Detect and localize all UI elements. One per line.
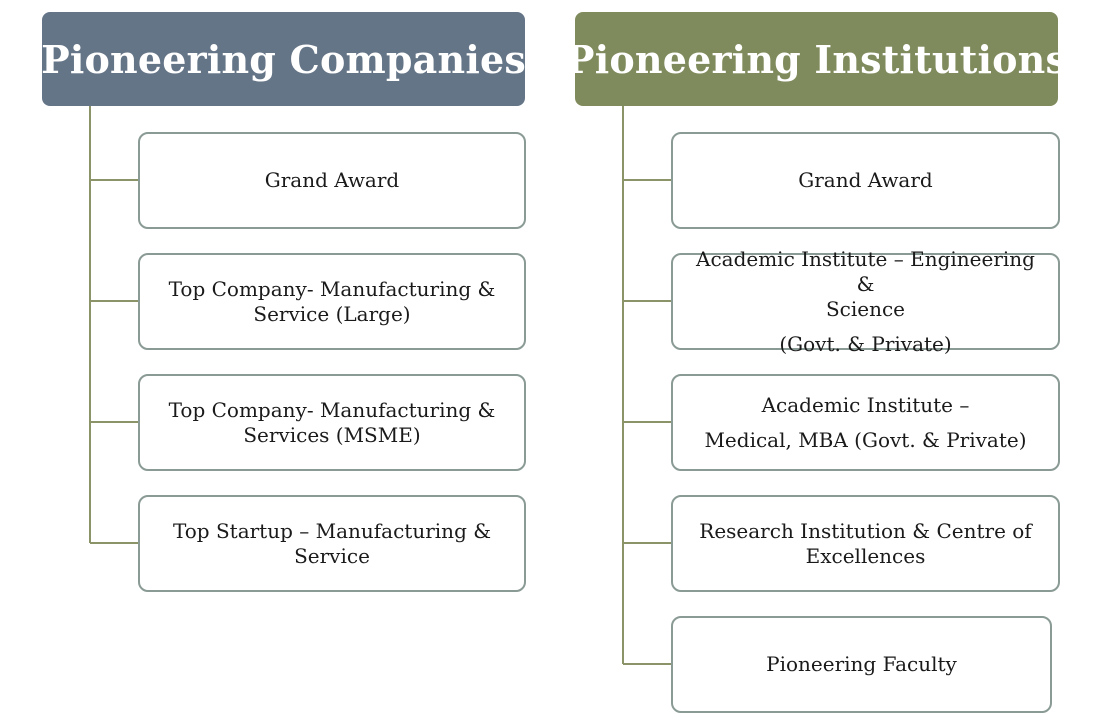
- item-text-line: Service (Large): [253, 301, 411, 326]
- item-text-line: Science: [825, 296, 906, 321]
- item-text-line: Medical, MBA (Govt. & Private): [704, 427, 1027, 452]
- companies-item-top-company-msme: Top Company- Manufacturing & Services (M…: [138, 374, 526, 471]
- companies-item-top-startup: Top Startup – Manufacturing & Service: [138, 495, 526, 592]
- item-text-line: Excellences: [805, 543, 926, 568]
- institutions-item-medical-mba: Academic Institute – Medical, MBA (Govt.…: [671, 374, 1060, 471]
- item-text-line: Top Company- Manufacturing &: [168, 397, 496, 422]
- item-text-line: Grand Award: [264, 168, 400, 192]
- institutions-item-pioneering-faculty: Pioneering Faculty: [671, 616, 1052, 713]
- institutions-item-grand-award: Grand Award: [671, 132, 1060, 229]
- item-text-line: (Govt. & Private): [779, 331, 952, 356]
- item-text-line: Top Startup – Manufacturing &: [172, 518, 492, 543]
- item-text-line: Grand Award: [798, 168, 933, 192]
- item-text-line: Service: [294, 543, 370, 568]
- companies-header: Pioneering Companies: [41, 12, 526, 106]
- institutions-item-engineering-science: Academic Institute – Engineering & Scien…: [671, 247, 1060, 356]
- institutions-item-research-institution: Research Institution & Centre of Excelle…: [671, 495, 1060, 592]
- companies-item-grand-award: Grand Award: [138, 132, 526, 229]
- item-text-line: Pioneering Faculty: [766, 652, 957, 676]
- item-text-line: Top Company- Manufacturing &: [168, 276, 496, 301]
- item-text-line: Academic Institute – Engineering &: [696, 246, 1035, 296]
- item-text-line: Services (MSME): [243, 422, 421, 447]
- item-text-line: Academic Institute –: [761, 392, 970, 417]
- institutions-header: Pioneering Institutions: [566, 12, 1067, 106]
- item-text-line: Research Institution & Centre of: [699, 518, 1032, 543]
- companies-item-top-company-large: Top Company- Manufacturing & Service (La…: [138, 253, 526, 350]
